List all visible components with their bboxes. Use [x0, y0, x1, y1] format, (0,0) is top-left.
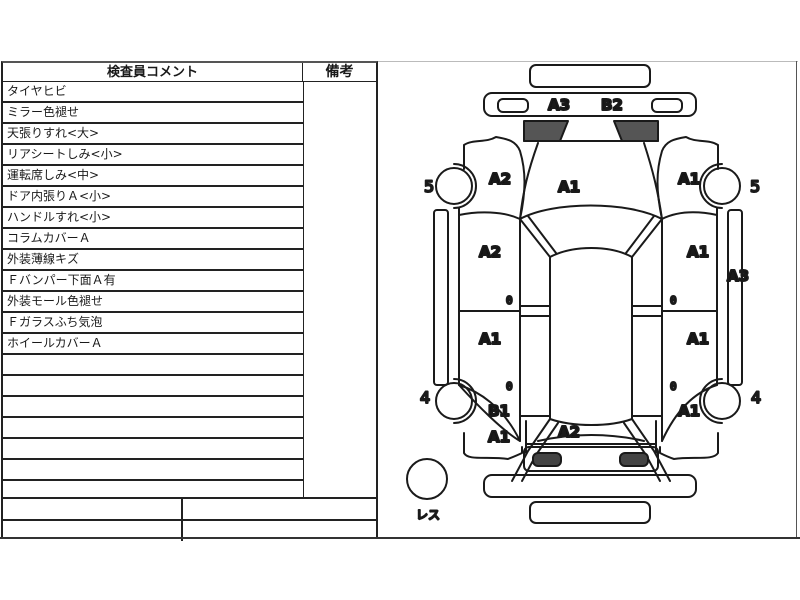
bottom-grid-divider — [181, 499, 183, 541]
front-right-wheel-arch — [699, 378, 723, 424]
rear-left-light — [497, 98, 529, 113]
left-front-fender — [463, 432, 523, 460]
label-trunk: A1 — [558, 178, 580, 196]
rear-left-wheel-arch — [453, 163, 477, 209]
comment-row — [3, 418, 303, 439]
comment-row — [3, 397, 303, 418]
comment-row: コラムカバーＡ — [3, 229, 303, 250]
label-left-rear-door: A2 — [479, 243, 501, 261]
comment-row: 外装モール色褪せ — [3, 292, 303, 313]
tire-mark-front-left: 4 — [420, 388, 430, 407]
right-rear-pillar — [625, 215, 663, 258]
door-mark: 0 — [670, 294, 677, 307]
comment-row — [3, 355, 303, 376]
comment-row: Ｆガラスふち気泡 — [3, 313, 303, 334]
rear-left-pillar — [519, 215, 557, 258]
rear-left-wheel — [435, 167, 473, 205]
comment-row: 天張りすれ<大> — [3, 124, 303, 145]
label-left-front-fender-lower: A1 — [488, 428, 510, 446]
comment-row: ホイールカバーＡ — [3, 334, 303, 355]
comment-row: ドア内張りＡ<小> — [3, 187, 303, 208]
header-remarks: 備考 — [303, 63, 376, 82]
comment-row: 運転席しみ<中> — [3, 166, 303, 187]
label-hood: A2 — [558, 423, 580, 441]
front-right-wheel — [703, 382, 741, 420]
bottom-grid-line — [3, 519, 376, 521]
label-right-rear-door: A1 — [687, 243, 709, 261]
door-mark: 0 — [506, 380, 513, 393]
rear-right-wheel-arch — [699, 163, 723, 209]
spare-tire-label: レス — [416, 508, 440, 522]
label-rear-bumper: A3 — [548, 96, 570, 114]
rear-left-lamp — [523, 120, 569, 142]
frame-right-line — [796, 61, 797, 537]
front-left-wheel-arch — [453, 378, 477, 424]
rear-right-light — [651, 98, 683, 113]
comment-row — [3, 439, 303, 460]
label-left-front-fender-upper: B1 — [488, 402, 510, 420]
rear-right-wheel — [703, 167, 741, 205]
comment-row: ミラー色褪せ — [3, 103, 303, 124]
comment-row: ハンドルすれ<小> — [3, 208, 303, 229]
right-front-fender — [659, 432, 719, 460]
label-left-front-door: A1 — [479, 330, 501, 348]
comment-row — [3, 376, 303, 397]
label-right-front-fender: A1 — [678, 402, 700, 420]
label-rear-bumper-2: B2 — [601, 96, 623, 114]
comment-row: Ｆバンパー下面Ａ有 — [3, 271, 303, 292]
left-side-sill — [433, 209, 449, 386]
label-left-rear-fender: A2 — [489, 170, 511, 188]
front-left-wheel — [435, 382, 473, 420]
door-mark: 0 — [670, 380, 677, 393]
trunk-outline — [519, 142, 663, 220]
inspector-comment-table: 検査員コメント 備考 タイヤヒビ ミラー色褪せ 天張りすれ<大> リアシートしみ… — [1, 61, 378, 541]
tire-mark-rear-right: 5 — [750, 177, 760, 196]
rear-bumper — [483, 92, 697, 117]
header-inspector-comment: 検査員コメント — [3, 63, 303, 82]
right-rear-door-top — [661, 211, 718, 220]
right-side-sill — [727, 209, 743, 386]
bottom-grid — [3, 497, 376, 541]
front-right-headlight — [619, 452, 649, 467]
spare-tire — [406, 458, 448, 500]
left-rear-fender — [463, 136, 526, 220]
comment-row: リアシートしみ<小> — [3, 145, 303, 166]
comment-row: 外装薄線キズ — [3, 250, 303, 271]
windshield-base — [537, 434, 645, 442]
comment-row: タイヤヒビ — [3, 82, 303, 103]
door-mark: 0 — [506, 294, 513, 307]
tire-mark-front-right: 4 — [751, 388, 761, 407]
label-right-side-sill: A3 — [727, 267, 749, 285]
front-grille — [523, 446, 659, 472]
comment-row — [3, 460, 303, 481]
rear-top-bar — [529, 64, 651, 88]
front-bumper — [483, 474, 697, 498]
roof — [549, 247, 633, 426]
frame-top-line — [378, 61, 798, 62]
label-right-front-door: A1 — [687, 330, 709, 348]
car-outline-svg: A3 B2 A1 A2 A1 A2 A1 A3 A1 A1 B1 A1 A1 A… — [406, 64, 762, 524]
front-left-headlight — [532, 452, 562, 467]
front-lower-bar — [529, 501, 651, 524]
label-right-rear-fender: A1 — [678, 170, 700, 188]
left-rear-door-top — [458, 211, 521, 220]
left-front-fender-arc — [458, 384, 521, 442]
rear-right-lamp — [613, 120, 659, 142]
remarks-column — [303, 82, 376, 497]
frame-bottom-line — [0, 537, 800, 539]
tire-mark-rear-left: 5 — [424, 177, 434, 196]
right-rear-fender — [656, 136, 719, 220]
vehicle-damage-diagram: A3 B2 A1 A2 A1 A2 A1 A3 A1 A1 B1 A1 A1 A… — [378, 61, 796, 537]
comment-row — [3, 477, 303, 498]
